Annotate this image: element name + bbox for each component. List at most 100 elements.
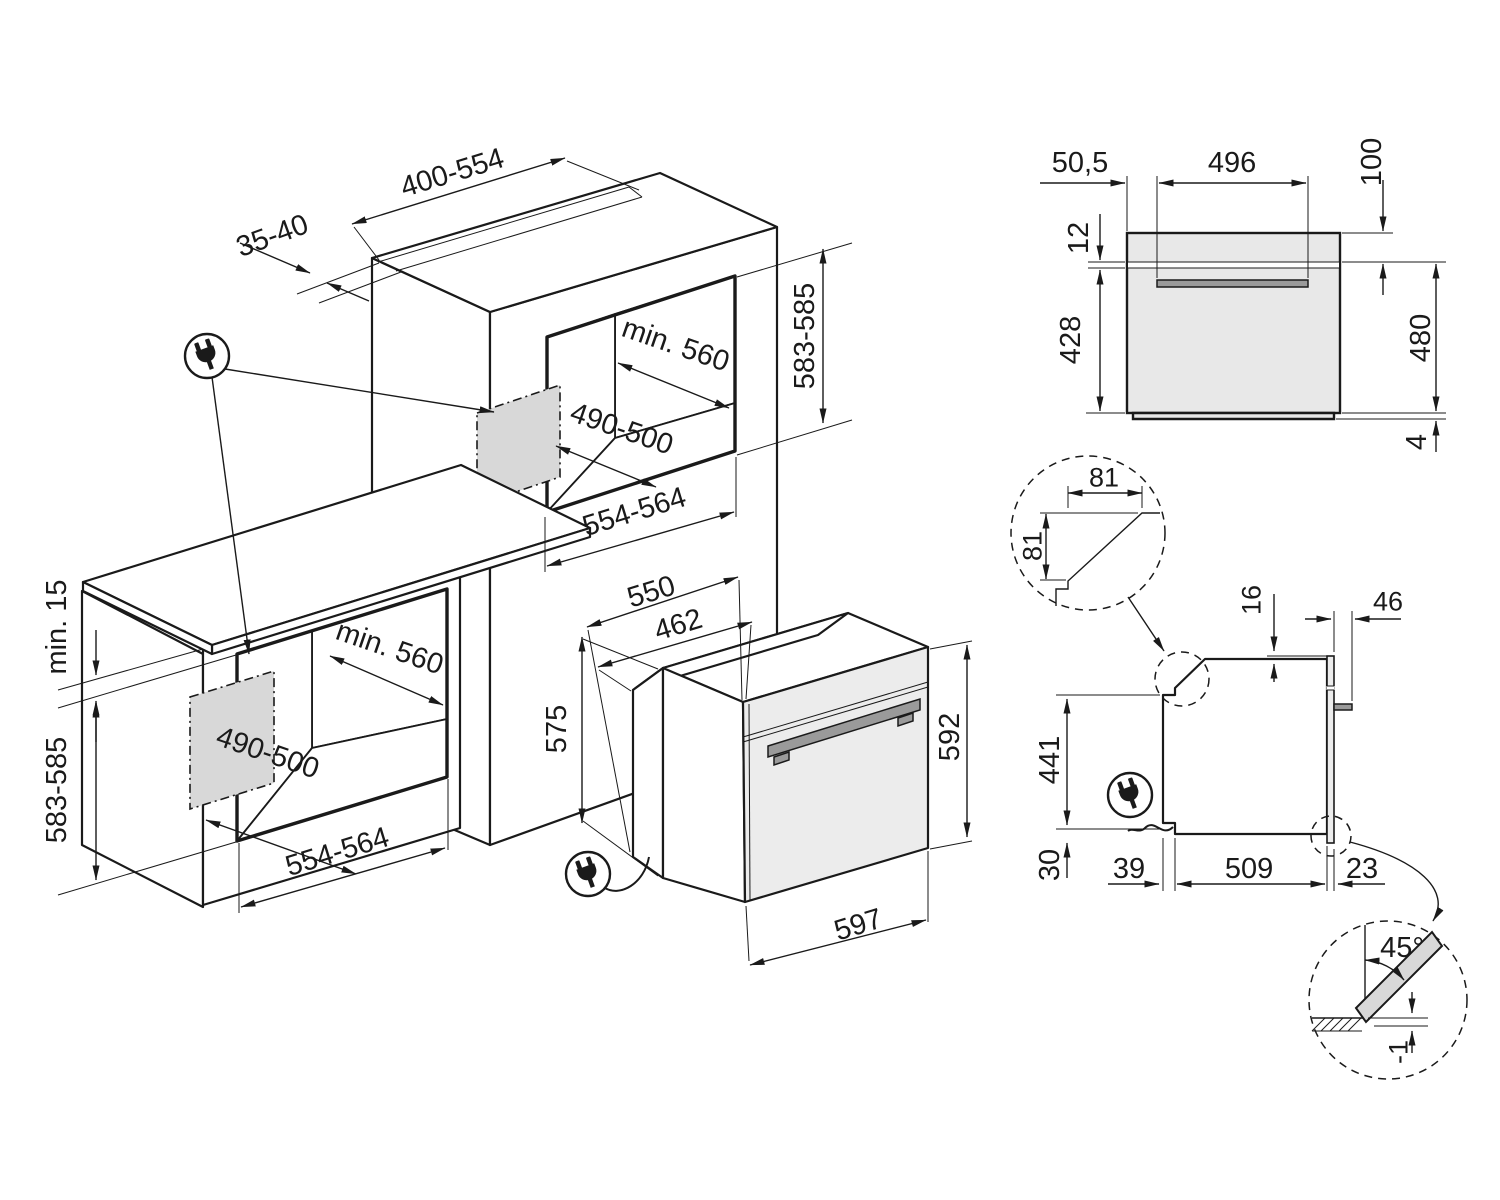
dim-line [749,919,927,966]
dim-side-cable-offset: 39 [1113,853,1145,885]
detail-circle [1010,455,1166,611]
dimensions-side [1040,486,1401,891]
dim-base-niche-height: 583-585 [41,737,73,843]
dim-line [597,621,753,668]
oven-left-side [661,666,747,904]
dim-rear-side-offset: 50,5 [1052,147,1108,179]
dim-line [586,576,739,628]
hatch-line [1338,1017,1353,1032]
dim-top-recess-width: 400-554 [397,142,508,204]
ext-line [582,820,659,877]
floor-hatch [1311,1017,1362,1032]
hatch-line [1329,1017,1344,1032]
dim-rear-band-to-base: 428 [1055,316,1087,364]
dim-oven-width: 597 [831,903,887,948]
dim-rear-bracket-width: 496 [1208,147,1256,179]
dim-oven-body-height: 575 [541,705,573,753]
detail-circle [1308,920,1468,1080]
dim-door-open-angle: 45° [1380,932,1424,964]
dimensions-rear [1040,176,1446,452]
ref-line [57,654,237,709]
rear-mounting-bracket [1156,279,1309,288]
chamfer-callout-circle [1154,651,1210,707]
rear-band [1128,262,1339,268]
dim-worktop-gap: min. 15 [41,579,73,674]
dim-side-body-depth: 509 [1225,853,1273,885]
ext-line [318,271,402,304]
dim-line [617,362,730,409]
ext-line [745,905,750,962]
dim-rear-band-height: 12 [1063,222,1095,254]
hatch-line [1347,1017,1362,1032]
dim-rear-top-offset: 100 [1356,138,1388,186]
dimensions-oven [578,576,973,966]
dim-side-door-thickness: 23 [1346,853,1378,885]
plug-icon [1106,771,1154,819]
dim-chamfer-height: 81 [1017,531,1047,561]
oven-handle-foot [773,750,790,767]
dim-top-recess-depth: 35-40 [232,208,313,263]
dim-rear-height: 480 [1405,314,1437,362]
dim-line [240,847,446,908]
side-body [1161,657,1329,836]
dim-line [555,445,657,488]
ext-line [566,160,640,191]
power-outlet-patch-base [189,669,275,811]
oven-handle [767,697,921,759]
plug-leader [211,376,251,655]
ext-line [929,640,973,650]
dim-line [546,511,735,567]
ext-line [296,262,380,295]
top-vent-recess [377,186,643,272]
ext-line [736,242,853,278]
ref-line [57,648,204,691]
dim-line [239,242,311,274]
ext-line [929,840,973,850]
dim-side-handle-depth: 46 [1373,586,1403,616]
recess-line [377,186,630,263]
ext-line [598,669,632,692]
dim-line [329,655,444,706]
ext-line [582,638,659,670]
hatch-line [1320,1017,1335,1032]
dim-door-floor-clearance: -1 [1383,1040,1413,1064]
detail-profile [1055,512,1160,606]
oven-back-edge [631,666,665,880]
side-view [1127,651,1353,857]
column-top-face [370,171,779,314]
side-handle [1333,703,1353,711]
door-angle-detail [1308,841,1468,1080]
plug-icon [564,850,612,898]
ext-line [353,226,380,261]
dim-chamfer-width: 81 [1089,462,1119,492]
chamfer-detail [1010,455,1166,652]
dim-line [351,157,566,225]
dim-column-niche-height: 583-585 [789,283,821,389]
dim-side-lower-height: 441 [1034,736,1066,784]
dim-rear-plinth: 4 [1401,434,1433,450]
hatch-line [1311,1017,1326,1032]
ext-line [587,629,631,853]
power-cable [604,856,650,892]
side-door-gap [1326,686,1335,690]
ext-line [745,624,752,700]
side-door-slab [1326,655,1335,844]
recess-step [628,186,643,198]
dimensions-installation [57,157,853,913]
detail-leader-curve [1349,841,1444,922]
ext-line [736,419,853,456]
rear-plinth [1131,411,1336,421]
rear-view [1125,231,1342,421]
oven-handle-foot [897,711,914,728]
side-power-cable [1127,824,1174,832]
base-left-face [80,589,205,909]
door-bottom-callout-circle [1310,815,1352,857]
dim-side-top-gap: 16 [1236,585,1266,615]
plug-leader [224,368,495,414]
control-panel-line [742,681,929,738]
worktop-end-edge [81,580,214,656]
detail-leader [1127,596,1165,652]
recess-line [395,196,643,272]
